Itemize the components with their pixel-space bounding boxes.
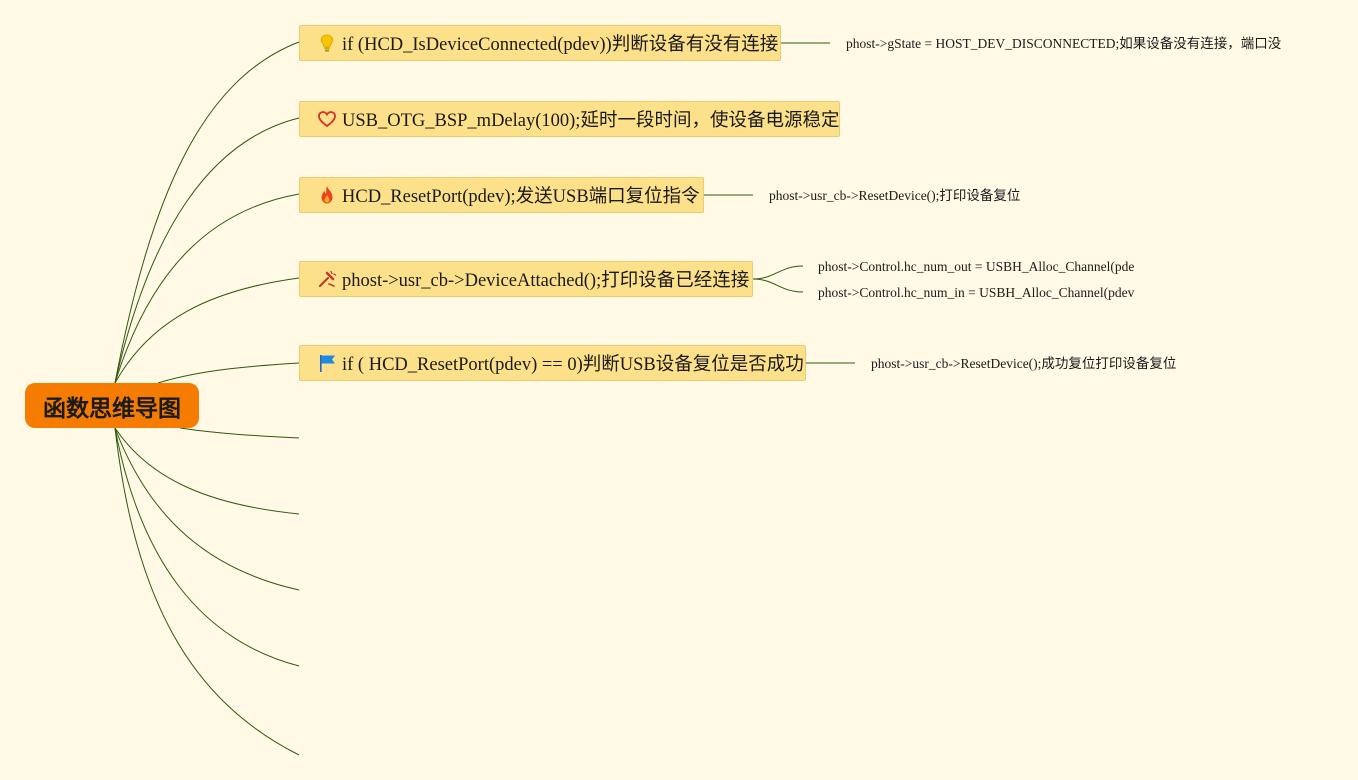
topic-label: USB_OTG_BSP_mDelay(100);延时一段时间，使设备电源稳定 bbox=[342, 111, 840, 131]
subtopic-label: phost->Control.hc_num_out = USBH_Alloc_C… bbox=[818, 259, 1135, 274]
connector-topic-5 bbox=[157, 362, 300, 384]
connector-topic-1 bbox=[114, 41, 300, 384]
connector-empty-2 bbox=[114, 427, 300, 515]
connector-topic-3 bbox=[114, 193, 300, 384]
connector-topic-2 bbox=[114, 117, 300, 384]
connector-empty-3 bbox=[114, 427, 300, 591]
topic-device-connected[interactable]: if (HCD_IsDeviceConnected(pdev))判断设备有没有连… bbox=[299, 25, 781, 61]
subtopic-label: phost->gState = HOST_DEV_DISCONNECTED;如果… bbox=[846, 36, 1282, 51]
subtopic-label: phost->usr_cb->ResetDevice();成功复位打印设备复位 bbox=[871, 356, 1177, 371]
subtopic-print-reset[interactable]: phost->usr_cb->ResetDevice();打印设备复位 bbox=[769, 187, 1020, 205]
root-topic-label: 函数思维导图 bbox=[43, 395, 181, 422]
flag-icon bbox=[316, 352, 338, 374]
heart-icon bbox=[316, 108, 338, 130]
subtopic-label: phost->Control.hc_num_in = USBH_Alloc_Ch… bbox=[818, 285, 1135, 300]
topic-label: phost->usr_cb->DeviceAttached();打印设备已经连接 bbox=[342, 271, 750, 291]
subtopic-alloc-channel-in[interactable]: phost->Control.hc_num_in = USBH_Alloc_Ch… bbox=[818, 284, 1134, 302]
fire-icon bbox=[316, 184, 338, 206]
tools-icon bbox=[316, 268, 338, 290]
subtopic-reset-success-print[interactable]: phost->usr_cb->ResetDevice();成功复位打印设备复位 bbox=[871, 355, 1176, 373]
topic-device-attached[interactable]: phost->usr_cb->DeviceAttached();打印设备已经连接 bbox=[299, 261, 753, 297]
topic-label: HCD_ResetPort(pdev);发送USB端口复位指令 bbox=[342, 187, 700, 207]
connector-empty-1 bbox=[179, 427, 300, 439]
connector-empty-5 bbox=[114, 427, 300, 756]
topic-label: if ( HCD_ResetPort(pdev) == 0)判断USB设备复位是… bbox=[342, 355, 804, 375]
topic-delay[interactable]: USB_OTG_BSP_mDelay(100);延时一段时间，使设备电源稳定 bbox=[299, 101, 840, 137]
topic-label: if (HCD_IsDeviceConnected(pdev))判断设备有没有连… bbox=[342, 35, 779, 55]
connector-topic-4 bbox=[114, 277, 300, 384]
topic-reset-port[interactable]: HCD_ResetPort(pdev);发送USB端口复位指令 bbox=[299, 177, 704, 213]
topic-reset-success-check[interactable]: if ( HCD_ResetPort(pdev) == 0)判断USB设备复位是… bbox=[299, 345, 806, 381]
subtopic-alloc-channel-out[interactable]: phost->Control.hc_num_out = USBH_Alloc_C… bbox=[818, 258, 1134, 276]
connector-empty-4 bbox=[114, 427, 300, 667]
connector-sub-4a bbox=[752, 265, 804, 280]
root-topic[interactable]: 函数思维导图 bbox=[25, 383, 199, 428]
connector-sub-4b bbox=[752, 278, 804, 293]
lightbulb-icon bbox=[316, 32, 338, 54]
subtopic-label: phost->usr_cb->ResetDevice();打印设备复位 bbox=[769, 188, 1021, 203]
subtopic-disconnected-state[interactable]: phost->gState = HOST_DEV_DISCONNECTED;如果… bbox=[846, 35, 1281, 53]
